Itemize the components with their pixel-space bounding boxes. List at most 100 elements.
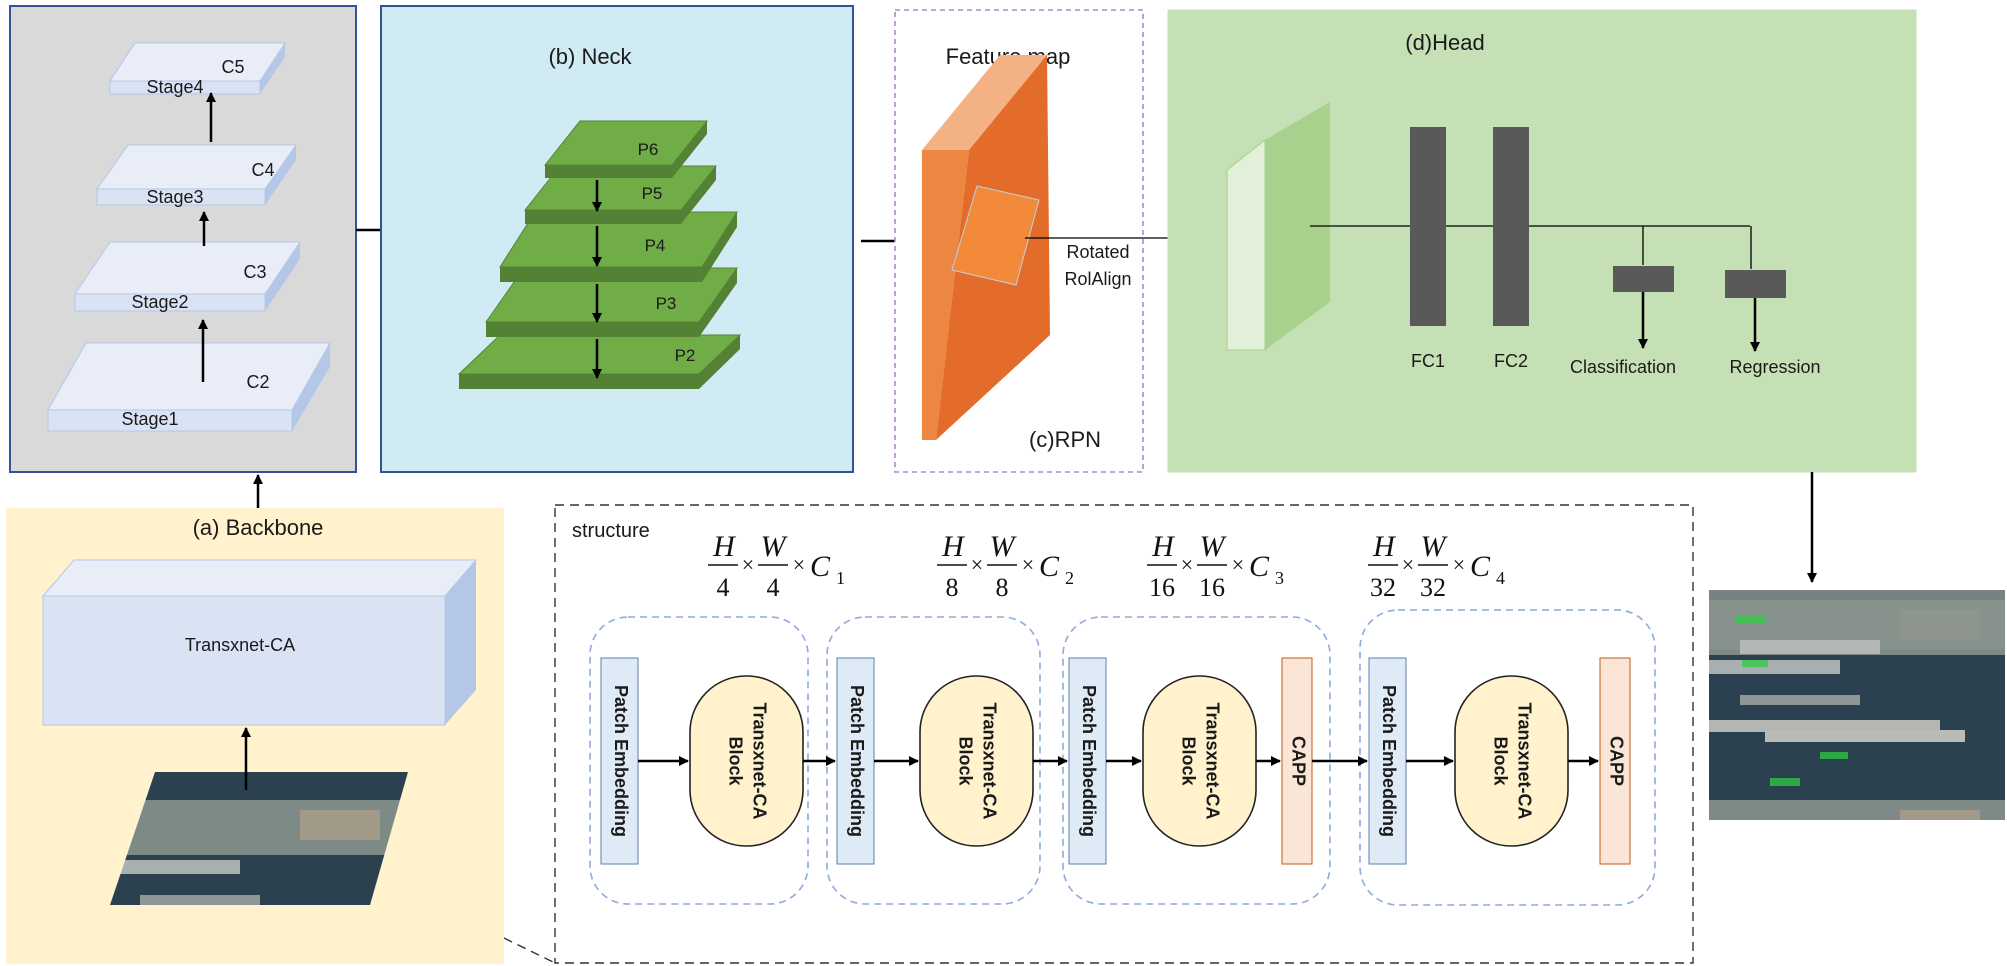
structure-title: structure xyxy=(572,520,650,542)
roialign-label: RolAlign xyxy=(1064,269,1131,289)
output-detection-image xyxy=(1709,590,2005,820)
formula-c-3: C xyxy=(1249,550,1270,583)
formula-c-sub-1: 1 xyxy=(836,568,845,588)
block-label-line2-1: Block xyxy=(725,736,745,786)
patch-embedding-4 xyxy=(1368,657,1407,865)
formula-c-sub-2: 2 xyxy=(1065,568,1074,588)
c4-label: C4 xyxy=(251,160,274,180)
formula-w-denom-3: 16 xyxy=(1199,573,1225,602)
formula-h-denom-3: 16 xyxy=(1149,573,1175,602)
classification-label: Classification xyxy=(1570,357,1676,377)
formula-w-1: W xyxy=(761,530,789,563)
patch-embedding-label-1: Patch Embedding xyxy=(611,685,631,837)
block-label-line1-1: Transxnet-CA xyxy=(749,702,769,819)
c3-label: C3 xyxy=(243,262,266,282)
zoom-connector xyxy=(503,937,556,964)
formula-times-1-1: × xyxy=(742,552,754,577)
formula-w-denom-2: 8 xyxy=(996,573,1009,602)
stage3-slab: Stage3 C4 xyxy=(96,144,297,207)
formula-h-4: H xyxy=(1372,530,1397,563)
formula-c-2: C xyxy=(1039,550,1060,583)
formula-times-1-4: × xyxy=(1402,552,1414,577)
patch-embedding-1 xyxy=(600,657,639,865)
backbone-title: (a) Backbone xyxy=(193,515,324,540)
formula-c-1: C xyxy=(810,550,831,583)
pyramid-level-p6: P6 xyxy=(543,120,709,178)
formula-h-denom-2: 8 xyxy=(946,573,959,602)
p6-label: P6 xyxy=(638,140,659,159)
formula-times-1-3: × xyxy=(1181,552,1193,577)
formula-times-2-2: × xyxy=(1022,552,1034,577)
regression-label: Regression xyxy=(1729,357,1820,377)
patch-embedding-label-3: Patch Embedding xyxy=(1079,685,1099,837)
pyramid-level-p4: P4 xyxy=(499,211,738,282)
formula-c-4: C xyxy=(1470,550,1491,583)
patch-embedding-label-2: Patch Embedding xyxy=(847,685,867,837)
head-panel: (d)Head FC1 FC2 Classification Regressio… xyxy=(1167,9,1917,473)
capp-3 xyxy=(1281,657,1313,865)
capp-label-4: CAPP xyxy=(1606,736,1626,786)
stage4-slab: Stage4 C5 xyxy=(109,42,286,97)
block-label-line2-2: Block xyxy=(955,736,975,786)
classification-bar xyxy=(1613,266,1674,292)
p4-label: P4 xyxy=(645,236,666,255)
transxnet-label: Transxnet-CA xyxy=(185,635,295,655)
formula-c-sub-3: 3 xyxy=(1275,568,1284,588)
patch-embedding-label-4: Patch Embedding xyxy=(1379,685,1399,837)
p3-label: P3 xyxy=(656,294,677,313)
head-title: (d)Head xyxy=(1405,30,1484,55)
fc1-label: FC1 xyxy=(1411,351,1445,371)
regression-bar xyxy=(1725,270,1786,298)
formula-w-denom-1: 4 xyxy=(767,573,780,602)
stage-group-4 xyxy=(1359,609,1656,906)
block-label-line1-2: Transxnet-CA xyxy=(979,702,999,819)
formula-h-1: H xyxy=(712,530,737,563)
patch-embedding-2 xyxy=(836,657,875,865)
formula-w-2: W xyxy=(990,530,1018,563)
rpn-panel: Feature map Rotated RolAlign (c)RPN xyxy=(894,9,1144,473)
block-label-line2-4: Block xyxy=(1490,736,1510,786)
formula-w-denom-4: 32 xyxy=(1420,573,1446,602)
input-satellite-image xyxy=(110,772,408,905)
rpn-title: (c)RPN xyxy=(1029,427,1101,452)
transxnet-ca-block-3 xyxy=(1142,675,1257,847)
block-label-line1-3: Transxnet-CA xyxy=(1202,702,1222,819)
stage4-label: Stage4 xyxy=(146,77,203,97)
formula-times-2-4: × xyxy=(1453,552,1465,577)
neck-title: (b) Neck xyxy=(548,44,632,69)
c5-label: C5 xyxy=(221,57,244,77)
c2-label: C2 xyxy=(246,372,269,392)
fc1-bar xyxy=(1410,127,1446,326)
transxnet-ca-block-1 xyxy=(689,675,804,847)
p5-label: P5 xyxy=(642,184,663,203)
formula-h-3: H xyxy=(1151,530,1176,563)
formula-c-sub-4: 4 xyxy=(1496,568,1505,588)
fc2-bar xyxy=(1493,127,1529,326)
stage2-slab: Stage2 C3 xyxy=(74,241,301,312)
neck-panel: (b) Neck P2 P3 P4 P5 xyxy=(380,5,854,473)
roi-feature-block xyxy=(1225,102,1332,352)
capp-label-3: CAPP xyxy=(1288,736,1308,786)
capp-4 xyxy=(1599,657,1631,865)
stage1-slab: Stage1 C2 xyxy=(47,342,331,432)
p2-label: P2 xyxy=(675,346,696,365)
formula-times-1-2: × xyxy=(971,552,983,577)
patch-embedding-3 xyxy=(1068,657,1107,865)
formula-h-denom-4: 32 xyxy=(1370,573,1396,602)
roi-rotated-box xyxy=(951,185,1040,286)
fc2-label: FC2 xyxy=(1494,351,1528,371)
formula-times-2-3: × xyxy=(1232,552,1244,577)
formula-w-3: W xyxy=(1200,530,1228,563)
stage1-label: Stage1 xyxy=(121,409,178,429)
backbone-stages-panel: Stage1 C2 Stage2 C3 Stage3 C4 Stage4 C5 xyxy=(9,5,357,473)
transxnet-box: Transxnet-CA xyxy=(41,559,478,726)
formula-w-4: W xyxy=(1421,530,1449,563)
block-label-line2-3: Block xyxy=(1178,736,1198,786)
block-label-line1-4: Transxnet-CA xyxy=(1514,702,1534,819)
rotated-label: Rotated xyxy=(1066,242,1129,262)
transxnet-ca-block-4 xyxy=(1454,675,1569,847)
formula-times-2-1: × xyxy=(793,552,805,577)
input-panel: (a) Backbone Transxnet-CA xyxy=(6,508,504,964)
